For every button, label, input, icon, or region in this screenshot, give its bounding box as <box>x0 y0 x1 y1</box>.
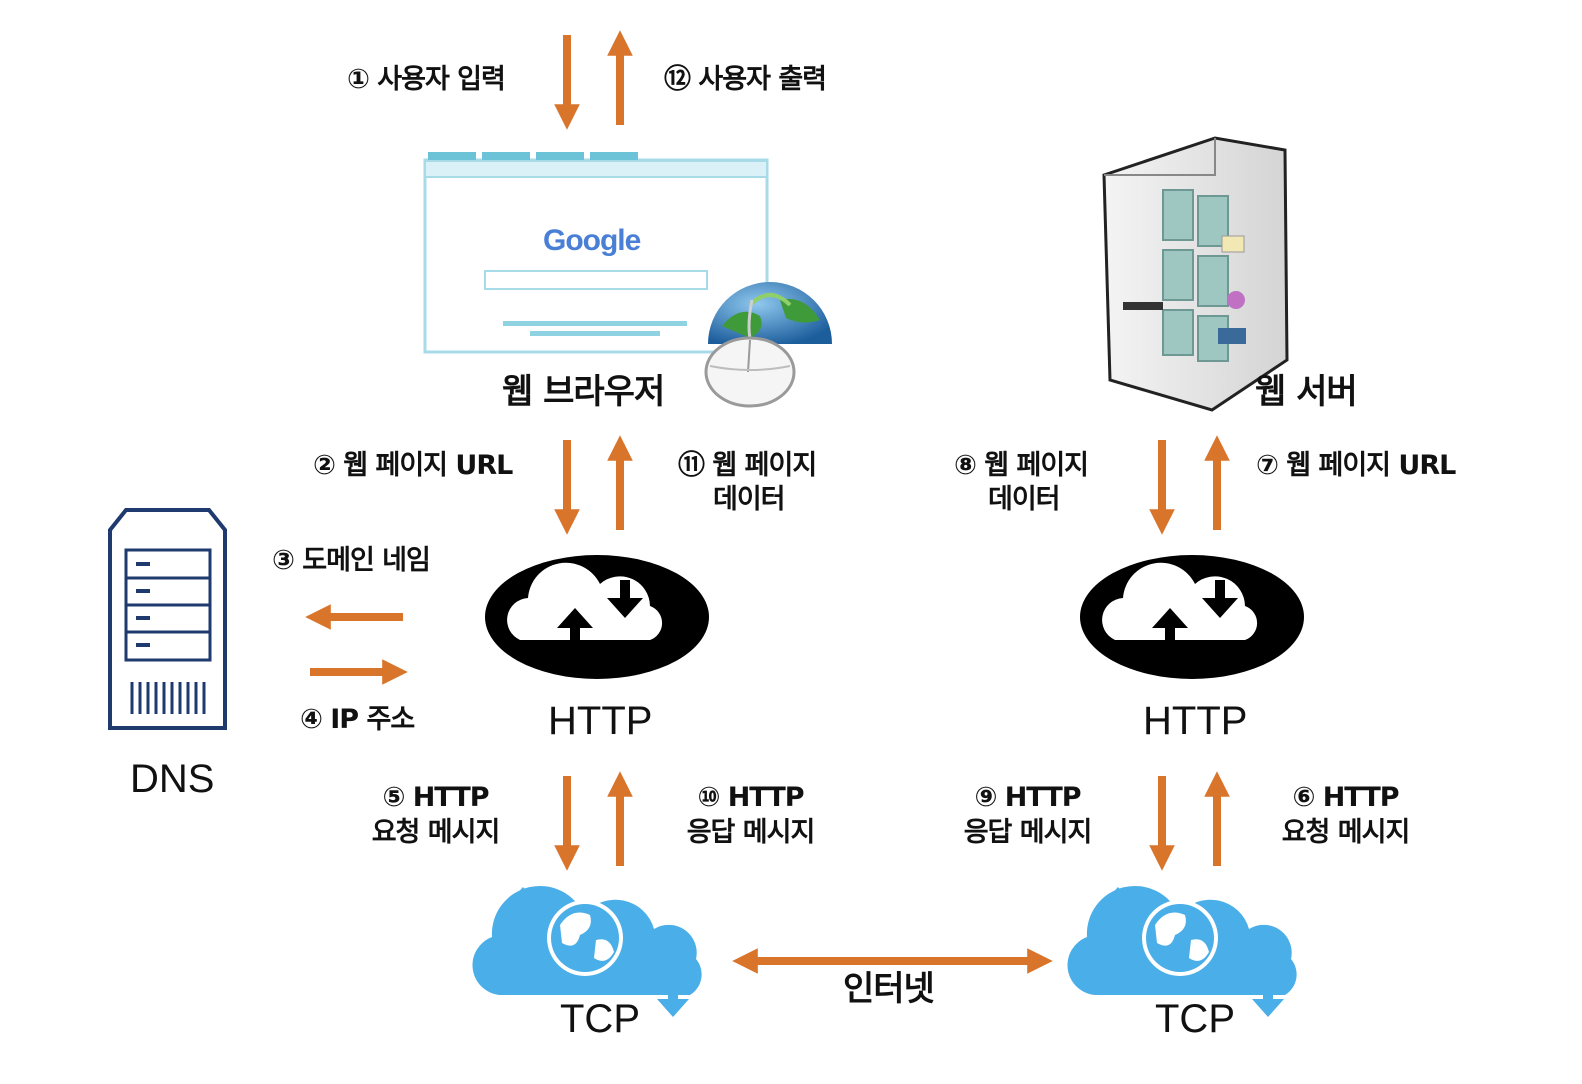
step-3-label: ③ 도메인 네임 <box>272 545 431 576</box>
google-logo: Google <box>543 224 641 257</box>
web-server-label: 웹 서버 <box>1255 372 1358 412</box>
step-12-label: ⑫ 사용자 출력 <box>664 64 827 95</box>
step-6-label-line1: ⑥ HTTP <box>1292 782 1399 813</box>
tcp-left-label: TCP <box>560 997 640 1041</box>
step-9-label-line2: 응답 메시지 <box>963 817 1093 848</box>
step-7-label: ⑦ 웹 페이지 URL <box>1256 450 1456 481</box>
web-server-icon <box>1102 136 1289 412</box>
arrows <box>305 30 1230 974</box>
step-11-label-line2: 데이터 <box>713 484 786 515</box>
step-11-label-line1: ⑪ 웹 페이지 <box>678 450 817 481</box>
tcp-cloud-right-icon <box>1067 885 1297 1017</box>
browser-icon <box>423 152 769 354</box>
step-8-label-line1: ⑧ 웹 페이지 <box>954 450 1089 481</box>
browser-label: 웹 브라우저 <box>502 372 665 412</box>
step-10-label-line1: ⑩ HTTP <box>697 782 804 813</box>
tcp-cloud-left-icon <box>472 885 702 1017</box>
dns-server-icon <box>108 508 227 730</box>
dns-label: DNS <box>130 757 215 801</box>
http-cloud-left-icon <box>485 555 709 679</box>
step-5-label-line1: ⑤ HTTP <box>382 782 489 813</box>
step-6-label-line2: 요청 메시지 <box>1281 817 1411 848</box>
step-2-label: ② 웹 페이지 URL <box>313 450 513 481</box>
internet-label: 인터넷 <box>843 969 935 1009</box>
globe-mouse-icon <box>704 282 832 408</box>
step-1-label: ① 사용자 입력 <box>347 64 506 95</box>
step-10-label-line2: 응답 메시지 <box>686 817 816 848</box>
step-9-label-line1: ⑨ HTTP <box>974 782 1081 813</box>
http-cloud-right-icon <box>1080 555 1304 679</box>
step-4-label: ④ IP 주소 <box>300 704 415 735</box>
http-right-label: HTTP <box>1143 699 1248 743</box>
tcp-right-label: TCP <box>1155 997 1235 1041</box>
step-5-label-line2: 요청 메시지 <box>371 817 501 848</box>
http-left-label: HTTP <box>548 699 653 743</box>
step-8-label-line2: 데이터 <box>988 484 1061 515</box>
